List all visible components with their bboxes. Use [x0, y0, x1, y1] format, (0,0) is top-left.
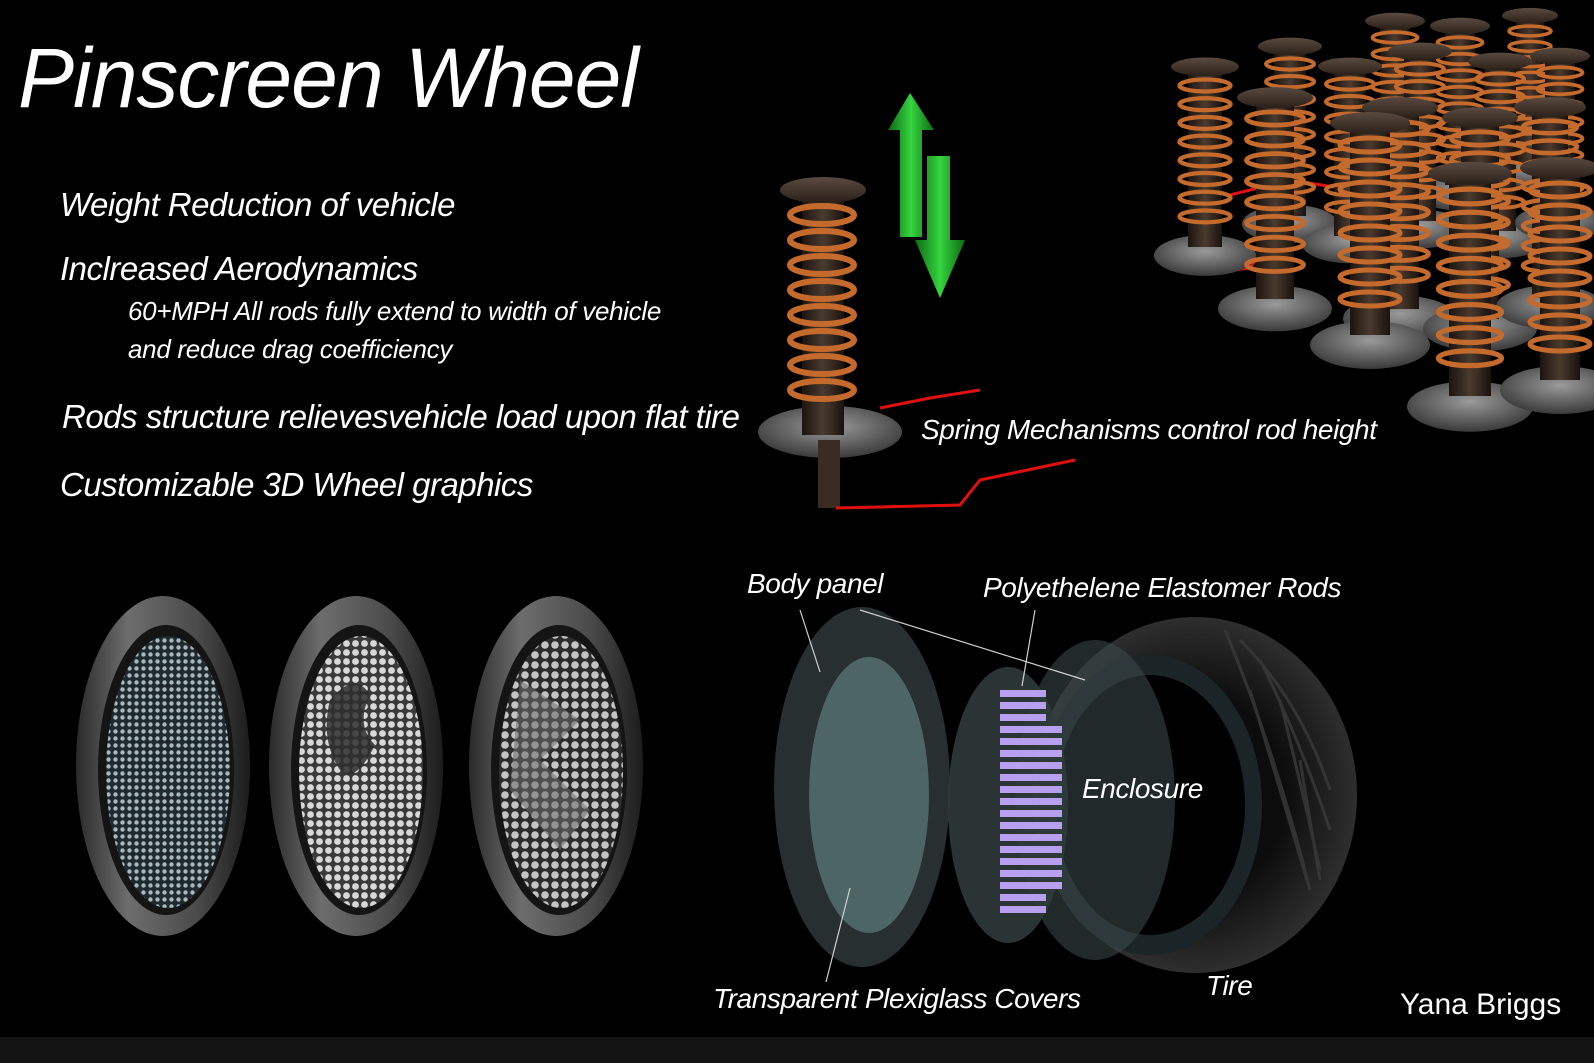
elastomer-rod [1000, 786, 1062, 793]
bullet-aerodynamics-detail-2: and reduce drag coefficiency [128, 334, 453, 364]
author-name: Yana Briggs [1400, 988, 1562, 1021]
elastomer-rod [1000, 858, 1062, 865]
spring-rod [1218, 87, 1332, 332]
elastomer-rod [1000, 690, 1046, 697]
elastomer-rod [1000, 882, 1062, 889]
elastomer-rod [1000, 834, 1062, 841]
bullet-weight-reduction: Weight Reduction of vehicle [60, 186, 455, 223]
wheel-graphic-3 [469, 596, 643, 936]
label-body-panel: Body panel [747, 568, 884, 599]
body-panel-shape [774, 607, 950, 967]
spring-rod [1310, 112, 1430, 369]
elastomer-rod [1000, 894, 1046, 901]
elastomer-rod [1000, 774, 1062, 781]
elastomer-rod [1000, 822, 1062, 829]
label-elastomer-rods: Polyethelene Elastomer Rods [983, 572, 1342, 603]
elastomer-rod [1000, 762, 1062, 769]
bottom-bar [0, 1037, 1594, 1063]
spring-rod [1500, 157, 1594, 414]
bullet-aerodynamics: Inclreased Aerodynamics [60, 250, 418, 287]
bullet-rods-structure: Rods structure relievesvehicle load upon… [62, 398, 740, 435]
wheel-graphic-1 [76, 596, 250, 936]
bullet-aerodynamics-detail-1: 60+MPH All rods fully extend to width of… [128, 296, 662, 326]
spring-rod [1407, 161, 1533, 432]
label-spring-mechanisms: Spring Mechanisms control rod height [921, 414, 1377, 445]
spring-rod [1154, 57, 1256, 276]
label-plexiglass-covers: Transparent Plexiglass Covers [713, 983, 1081, 1014]
single-spring-rod [758, 177, 902, 508]
elastomer-rod [1000, 738, 1062, 745]
elastomer-rod [1000, 798, 1062, 805]
elastomer-rod [1000, 714, 1046, 721]
label-tire: Tire [1206, 970, 1253, 1001]
elastomer-rod [1000, 726, 1062, 733]
elastomer-rod [1000, 906, 1046, 913]
elastomer-rod [1000, 702, 1046, 709]
spring-rod-array [1154, 7, 1594, 432]
rods-enclosure [948, 667, 1068, 943]
up-down-arrows-icon [888, 93, 965, 298]
leader-lines [799, 609, 1086, 983]
elastomer-rod [1000, 750, 1062, 757]
wheel-graphic-2 [269, 596, 443, 936]
elastomer-rod [1000, 810, 1062, 817]
page-title: Pinscreen Wheel [18, 31, 639, 125]
elastomer-rod [1000, 870, 1062, 877]
elastomer-rod [1000, 846, 1062, 853]
label-enclosure: Enclosure [1082, 773, 1203, 804]
bullet-customizable-graphics: Customizable 3D Wheel graphics [60, 466, 533, 503]
